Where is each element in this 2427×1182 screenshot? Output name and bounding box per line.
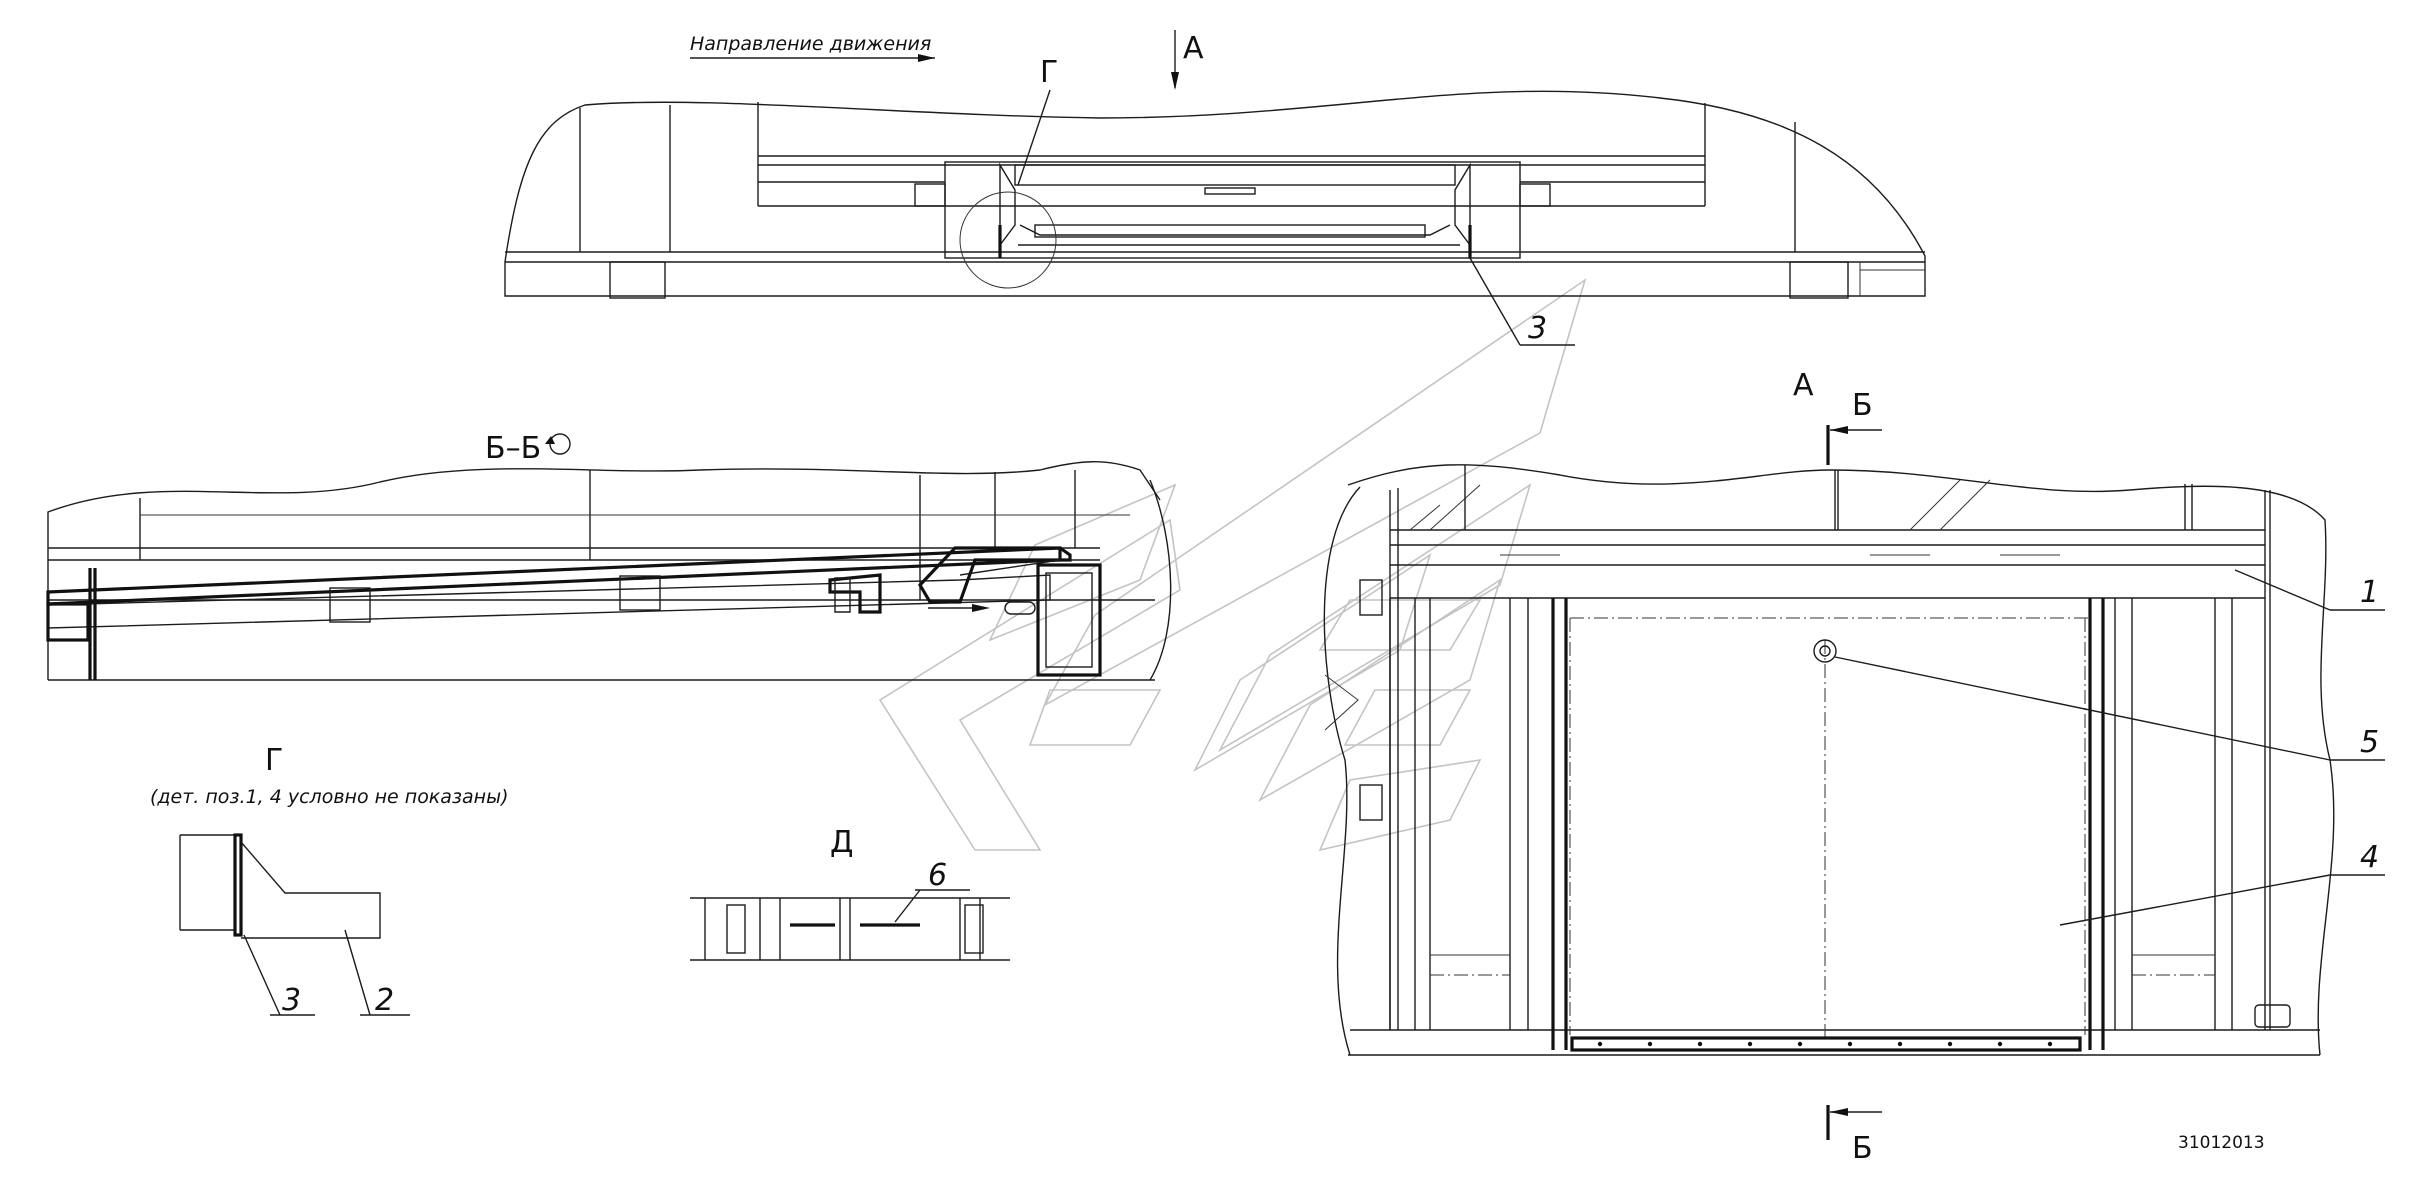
callout-4: 4	[2360, 840, 2379, 875]
callout-3-detail: 3	[282, 983, 301, 1018]
view-a-right: А Б Б	[1323, 368, 2385, 1166]
callout-3-top: 3	[1528, 311, 1547, 346]
watermark-logo	[878, 278, 1587, 852]
callout-1: 1	[2360, 575, 2379, 610]
detail-g-title: Г	[265, 743, 283, 778]
callout-2: 2	[375, 983, 394, 1018]
view-g-label-top: Г	[1040, 55, 1058, 90]
callout-6: 6	[928, 858, 947, 893]
detail-g-note: (дет. поз.1, 4 условно не показаны)	[150, 786, 509, 808]
drawing-number: 31012013	[2178, 1133, 2265, 1153]
cut-b-label-bottom: Б	[1852, 1131, 1873, 1166]
detail-d-title: Д	[830, 825, 853, 860]
section-bb-view: Б–Б	[46, 431, 1172, 681]
callout-5: 5	[2360, 725, 2379, 760]
top-view: Направление движения А Г	[504, 30, 1926, 346]
detail-g-view: Г (дет. поз.1, 4 условно не показаны) 3 …	[150, 743, 509, 1018]
detail-d-view: Д 6	[690, 825, 1010, 961]
section-bb-label: Б–Б	[485, 431, 541, 466]
view-a-label-top: А	[1183, 31, 1204, 66]
view-a-label-right: А	[1793, 368, 1814, 403]
cut-b-label-top: Б	[1852, 388, 1873, 423]
direction-label: Направление движения	[690, 33, 931, 55]
